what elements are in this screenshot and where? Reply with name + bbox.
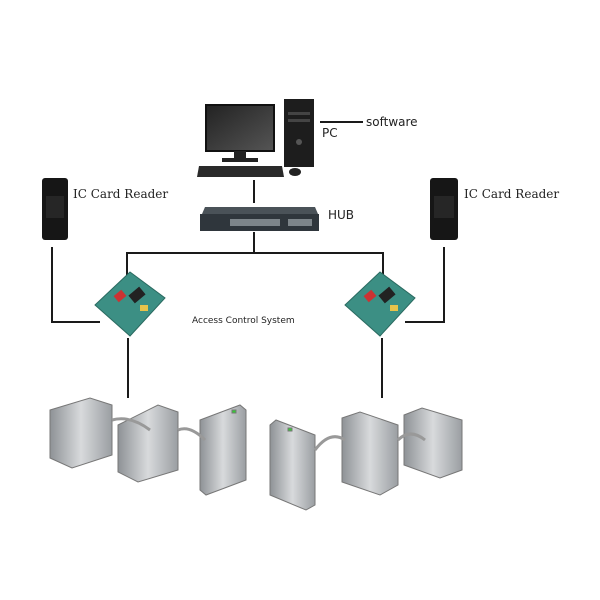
pc-icon xyxy=(197,99,314,177)
turnstile-group-right-icon xyxy=(269,407,463,511)
hub-label: HUB xyxy=(328,208,355,222)
software-label: software xyxy=(366,115,418,129)
ic-card-reader-left-icon xyxy=(42,178,68,240)
ic-card-reader-left-label: IC Card Reader xyxy=(73,187,169,201)
turnstile-group-left-icon xyxy=(49,397,247,496)
pc-label: PC xyxy=(322,126,338,140)
access-control-system-label: Access Control System xyxy=(192,316,295,326)
ic-card-reader-right-label: IC Card Reader xyxy=(464,187,560,201)
connection-lines xyxy=(51,121,445,398)
ic-card-reader-right-icon xyxy=(430,178,458,240)
access-control-board-right-icon xyxy=(344,271,416,337)
access-control-board-left-icon xyxy=(94,271,166,337)
hub-icon xyxy=(200,207,319,231)
